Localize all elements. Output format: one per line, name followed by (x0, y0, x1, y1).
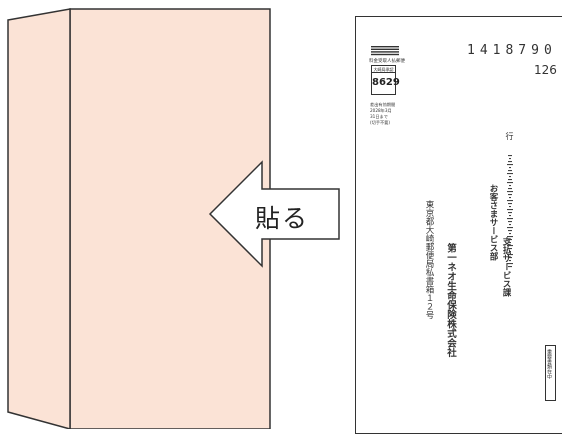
stamp-box: 大崎局承認 8629 (371, 65, 400, 95)
stamp-number: 8629 (372, 77, 400, 88)
status-label: 重要書類在中 (546, 349, 552, 379)
stamp-note-line: 31日まで (370, 114, 388, 119)
postmark-title: 料金受取人払郵便 (369, 59, 405, 64)
reply-postcard (355, 16, 562, 434)
postal-code-sub: 126 (534, 63, 557, 77)
department-2: 支払サービス課 (501, 237, 511, 297)
stamp-note-line: 2028年3月 (370, 108, 392, 113)
company-name: 第一ネオ生命保険株式会社 (445, 243, 456, 357)
recipient-suffix: 行 (505, 132, 514, 140)
paste-arrow (208, 160, 340, 268)
stamp-office: 大崎局承認 (372, 67, 395, 73)
customer-barcode-icon (507, 155, 513, 268)
paste-label: 貼る (255, 204, 310, 233)
barcode-icon (371, 46, 399, 56)
stamp-note-line: (切手不要) (370, 120, 391, 125)
stamp-note-line: 差出有効期間 (370, 102, 396, 107)
department-1: お客さまサービス部 (488, 184, 498, 261)
postal-code: 1418790 (467, 43, 557, 58)
envelope-side-flap (7, 8, 71, 429)
stamp-note: 差出有効期間 2028年3月 31日まで (切手不要) (370, 102, 406, 126)
address: 東京都大崎郵便局私書箱１２号 (424, 200, 434, 319)
status-box (545, 345, 556, 401)
envelope-flap-illustration (7, 8, 340, 429)
